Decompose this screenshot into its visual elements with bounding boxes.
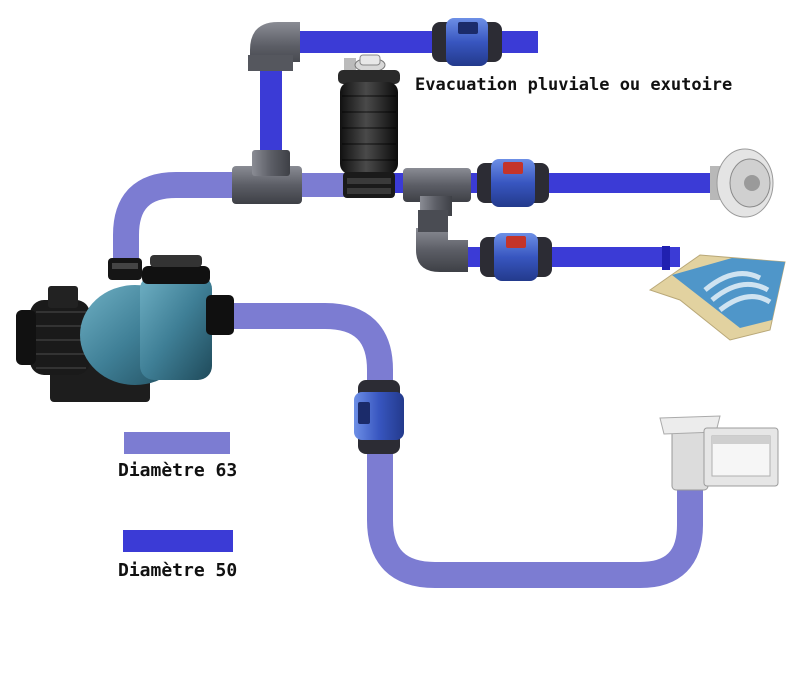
legend-swatch-diameter-63 xyxy=(124,432,230,454)
elbow-fitting-icon xyxy=(248,22,300,71)
pipe-pump-outlet-to-skimmer xyxy=(232,303,703,588)
elbow-fitting-icon xyxy=(416,210,468,272)
tee-fitting-icon xyxy=(232,150,302,204)
legend-label-diameter-50: Diamètre 50 xyxy=(118,560,238,581)
legend-swatch-diameter-50 xyxy=(123,530,233,552)
ball-valve-icon xyxy=(354,380,404,454)
ball-valve-icon xyxy=(477,159,549,207)
pump-icon xyxy=(16,255,234,402)
evacuation-label: Evacuation pluviale ou exutoire xyxy=(415,75,733,95)
pipes-diameter-63 xyxy=(113,172,703,588)
sand-filter-icon xyxy=(338,54,400,198)
legend-label-diameter-63: Diamètre 63 xyxy=(118,460,238,481)
ball-valve-icon xyxy=(432,18,502,66)
return-nozzle-icon xyxy=(710,148,774,218)
tee-fitting-icon xyxy=(403,168,471,216)
bottom-drain-icon xyxy=(648,246,786,341)
pipe-pump-inlet-to-tee xyxy=(113,172,245,268)
skimmer-icon xyxy=(659,415,779,491)
ball-valve-icon xyxy=(480,233,552,281)
